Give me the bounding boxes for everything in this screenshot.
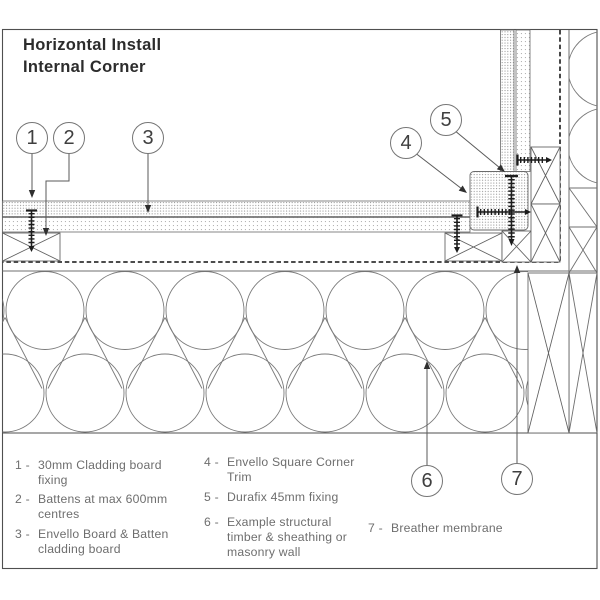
cladding-boards-vertical bbox=[500, 29, 531, 172]
callout-7: 7 bbox=[501, 463, 533, 495]
title-line-1: Horizontal Install bbox=[23, 36, 162, 54]
legend-item-3-text: Envello Board & Batten cladding board bbox=[38, 527, 169, 556]
legend-item-5-text: Durafix 45mm fixing bbox=[227, 490, 339, 504]
callout-6: 6 bbox=[411, 465, 443, 497]
callout-6-number: 6 bbox=[421, 469, 433, 492]
legend-item-5-number: 5 - bbox=[204, 490, 219, 504]
legend-item-6-number: 6 - bbox=[204, 515, 219, 529]
callout-1-number: 1 bbox=[26, 126, 38, 149]
title-line-2: Internal Corner bbox=[23, 58, 146, 76]
callout-3: 3 bbox=[132, 122, 164, 154]
callout-2-number: 2 bbox=[63, 126, 75, 149]
legend-item-1-text: 30mm Cladding board fixing bbox=[38, 458, 162, 487]
legend-item-7: 7 - Breather membrane bbox=[368, 521, 503, 536]
leader-lines bbox=[28, 129, 521, 467]
screw-icon bbox=[451, 214, 463, 253]
breather-membrane-dashed bbox=[2, 30, 561, 263]
legend-item-2-number: 2 - bbox=[15, 492, 30, 506]
legend-item-6: 6 - Example structural timber & sheathin… bbox=[204, 515, 347, 559]
legend-item-3-number: 3 - bbox=[15, 527, 30, 541]
legend-item-1: 1 - 30mm Cladding board fixing bbox=[15, 458, 162, 488]
legend-item-4: 4 - Envello Square Corner Trim bbox=[204, 455, 355, 485]
legend-item-7-text: Breather membrane bbox=[391, 521, 503, 535]
callout-1: 1 bbox=[16, 122, 48, 154]
legend-item-1-number: 1 - bbox=[15, 458, 30, 472]
insulation-hatch bbox=[2, 270, 597, 433]
callout-4: 4 bbox=[390, 127, 422, 159]
callout-2: 2 bbox=[53, 122, 85, 154]
callout-7-number: 7 bbox=[511, 467, 523, 490]
batten-corner-cell bbox=[501, 230, 532, 263]
legend-item-6-text: Example structural timber & sheathing or… bbox=[227, 515, 348, 559]
legend-item-4-number: 4 - bbox=[204, 455, 219, 469]
batten-corner-bottom bbox=[444, 232, 503, 262]
screw-icon bbox=[26, 209, 37, 252]
callout-5-number: 5 bbox=[440, 108, 452, 131]
legend-item-7-number: 7 - bbox=[368, 521, 383, 535]
battens bbox=[2, 146, 570, 434]
legend-item-5: 5 - Durafix 45mm fixing bbox=[204, 490, 339, 505]
callout-5: 5 bbox=[430, 104, 462, 136]
screw-icon bbox=[476, 206, 531, 218]
fixing-screws bbox=[26, 154, 552, 253]
legend-item-2: 2 - Battens at max 600mm centres bbox=[15, 492, 167, 522]
corner-trim bbox=[469, 171, 529, 231]
legend-item-4-text: Envello Square Corner Trim bbox=[227, 455, 355, 484]
callout-4-number: 4 bbox=[400, 131, 412, 154]
wall-insulation-vertical bbox=[569, 31, 597, 184]
cladding-boards-horizontal bbox=[2, 200, 471, 233]
page-title: Horizontal Install Internal Corner bbox=[23, 34, 161, 78]
structural-stud bbox=[527, 272, 570, 434]
legend-item-2-text: Battens at max 600mm centres bbox=[38, 492, 168, 521]
batten-column bbox=[530, 146, 561, 263]
callout-3-number: 3 bbox=[142, 126, 154, 149]
screw-icon-durafix bbox=[505, 174, 518, 246]
legend-item-3: 3 - Envello Board & Batten cladding boar… bbox=[15, 527, 168, 557]
wall-brace-cells bbox=[568, 187, 598, 434]
screw-icon bbox=[516, 154, 552, 166]
